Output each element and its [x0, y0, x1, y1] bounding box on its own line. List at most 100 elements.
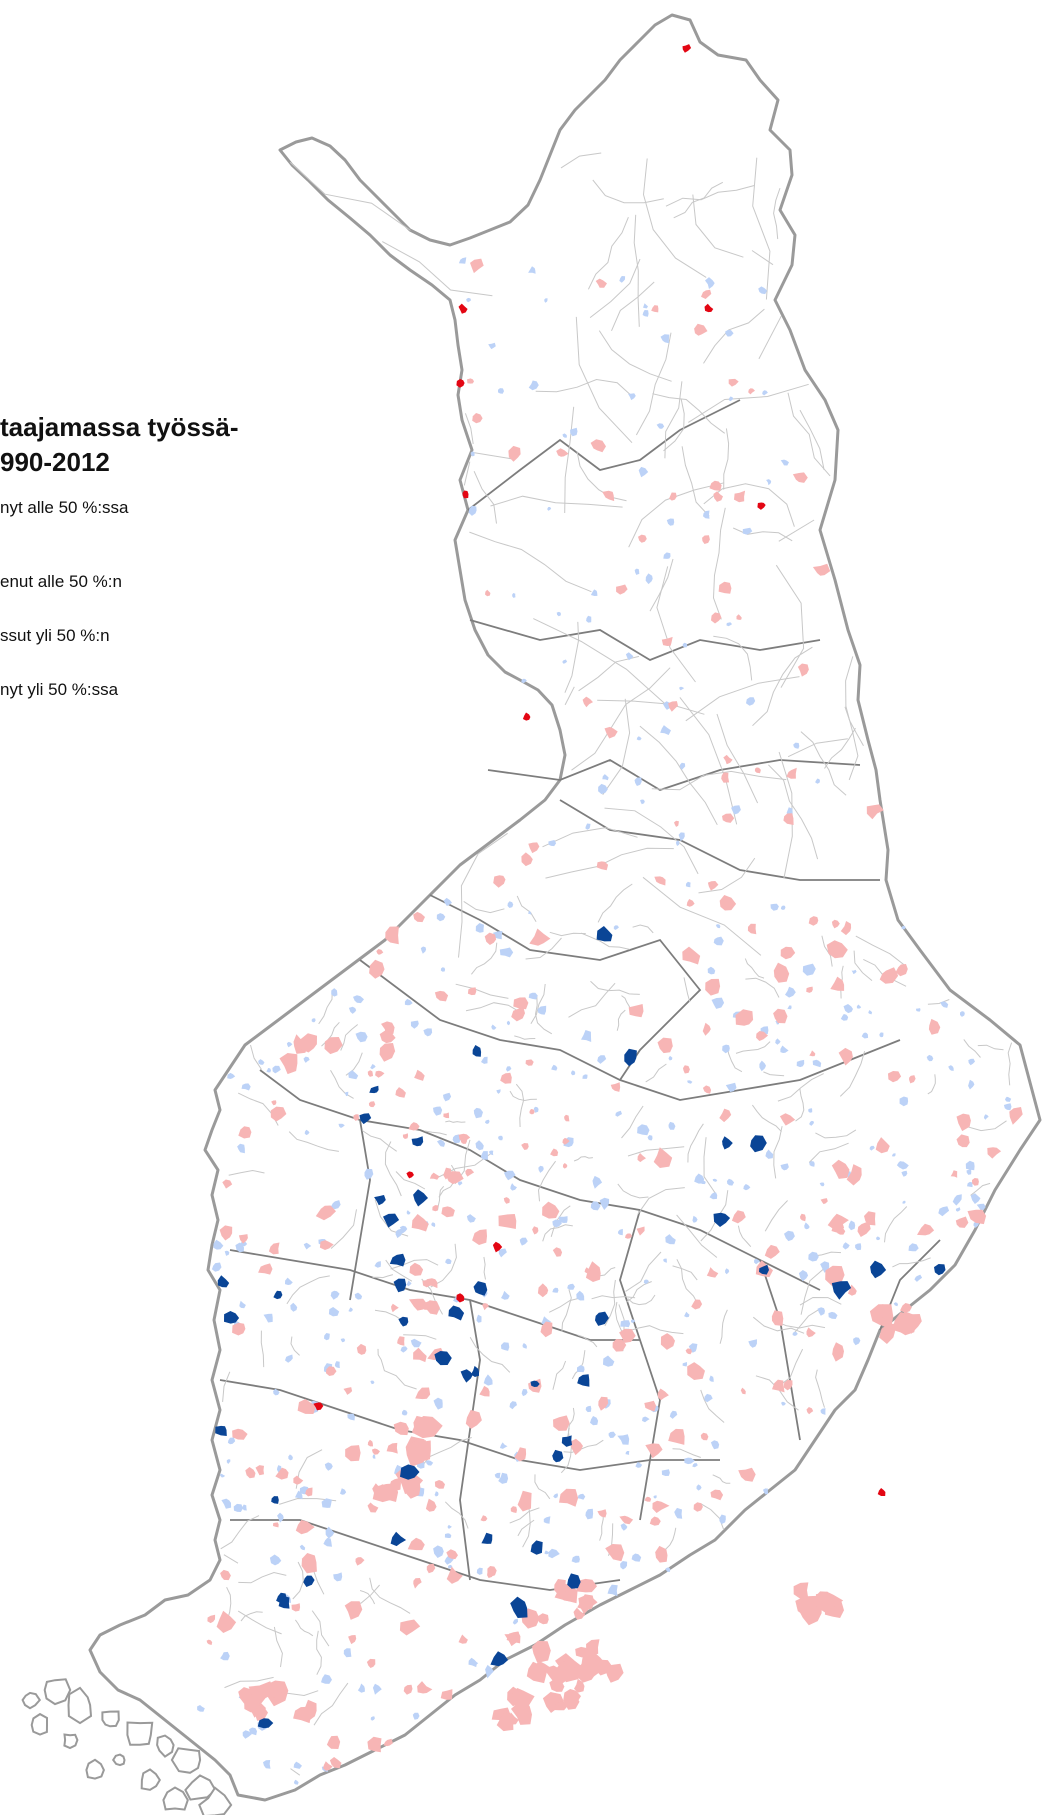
municipality-border — [795, 1088, 805, 1122]
municipality-border — [288, 1131, 339, 1152]
light-blue-settlement — [548, 1548, 560, 1559]
pink-settlement — [602, 490, 615, 502]
light-blue-settlement — [787, 1005, 792, 1010]
municipality-border — [240, 1611, 263, 1622]
pink-settlement — [575, 1646, 590, 1660]
municipality-border — [732, 527, 793, 542]
light-blue-settlement — [537, 1005, 547, 1015]
pink-settlement — [381, 1021, 395, 1036]
pink-settlement — [649, 1516, 661, 1526]
municipality-border — [564, 406, 575, 514]
municipality-border — [430, 1243, 457, 1288]
light-blue-settlement — [710, 1440, 720, 1450]
pink-settlement — [367, 1502, 379, 1513]
region-border — [230, 1519, 621, 1591]
light-blue-settlement — [344, 1091, 349, 1097]
pink-settlement — [795, 1595, 816, 1618]
pink-settlement — [754, 767, 761, 774]
region-border — [229, 1249, 640, 1341]
light-blue-settlement — [685, 881, 691, 888]
municipality-border — [238, 1571, 287, 1584]
light-blue-settlement — [625, 652, 634, 661]
light-blue-settlement — [567, 1283, 575, 1290]
dark-blue-settlement — [215, 1425, 227, 1436]
light-blue-settlement — [635, 1461, 643, 1468]
light-blue-settlement — [528, 992, 538, 1000]
light-blue-settlement — [620, 1320, 631, 1328]
municipality-border — [509, 1090, 537, 1102]
light-blue-settlement — [466, 297, 472, 303]
pink-settlement — [827, 1213, 849, 1231]
municipality-border — [294, 1619, 314, 1637]
light-blue-settlement — [571, 1070, 576, 1076]
pink-settlement — [972, 1178, 979, 1186]
pink-settlement — [917, 1223, 935, 1236]
municipality-border — [752, 1316, 805, 1334]
light-blue-settlement — [338, 1123, 345, 1128]
light-blue-settlement — [507, 901, 514, 908]
pink-settlement — [830, 976, 845, 991]
light-blue-settlement — [443, 1092, 452, 1102]
light-blue-settlement — [410, 1338, 422, 1348]
pink-settlement — [644, 1496, 652, 1502]
light-blue-settlement — [538, 1165, 544, 1173]
pink-settlement — [367, 1439, 373, 1447]
light-blue-settlement — [704, 1393, 713, 1403]
pink-settlement — [779, 1113, 796, 1126]
light-blue-settlement — [433, 1397, 443, 1410]
light-blue-settlement — [491, 1024, 497, 1030]
pink-settlement — [465, 1168, 475, 1177]
light-blue-settlement — [628, 393, 636, 401]
pink-settlement — [723, 754, 733, 765]
light-blue-settlement — [770, 903, 779, 911]
pink-settlement — [207, 1614, 216, 1624]
municipality-border — [692, 194, 744, 258]
light-blue-settlement — [763, 1488, 769, 1495]
municipality-border — [687, 1123, 704, 1163]
pink-settlement — [397, 1336, 405, 1346]
pink-settlement — [500, 1072, 512, 1084]
light-blue-settlement — [983, 1114, 989, 1120]
municipality-border — [758, 315, 782, 360]
light-blue-settlement — [798, 1270, 809, 1282]
light-blue-settlement — [586, 615, 592, 623]
pink-settlement — [279, 1053, 298, 1075]
light-blue-settlement — [908, 1243, 919, 1252]
municipality-border — [542, 1224, 573, 1242]
region-border — [487, 758, 861, 791]
light-blue-settlement — [781, 1401, 786, 1406]
municipality-border — [220, 1515, 260, 1550]
municipality-border — [745, 977, 780, 998]
municipality-border — [652, 393, 725, 434]
light-blue-settlement — [473, 1661, 479, 1665]
pink-settlement — [482, 1303, 489, 1311]
municipality-border — [700, 1389, 725, 1423]
light-blue-settlement — [707, 966, 716, 975]
light-blue-settlement — [480, 1151, 488, 1160]
light-blue-settlement — [726, 1178, 735, 1186]
pink-settlement — [514, 1447, 527, 1462]
pink-settlement — [694, 323, 708, 336]
light-blue-settlement — [808, 1251, 819, 1262]
pink-settlement — [783, 813, 794, 825]
pink-settlement — [847, 1284, 857, 1296]
pink-settlement — [825, 1265, 845, 1287]
light-blue-settlement — [828, 1311, 838, 1319]
light-blue-settlement — [643, 303, 648, 309]
dark-blue-settlement — [389, 1253, 406, 1267]
pink-settlement — [702, 1022, 711, 1036]
light-blue-settlement — [968, 1079, 975, 1090]
pink-settlement — [772, 1379, 785, 1393]
light-blue-settlement — [938, 1206, 950, 1217]
pink-settlement — [718, 581, 732, 594]
light-blue-settlement — [333, 1572, 343, 1582]
light-blue-settlement — [324, 1333, 330, 1341]
light-blue-settlement — [901, 1170, 908, 1177]
light-blue-settlement — [348, 1006, 357, 1014]
municipality-border — [632, 924, 654, 934]
pink-settlement — [407, 1537, 425, 1551]
pink-settlement — [655, 1545, 668, 1563]
municipality-border — [892, 1257, 931, 1268]
pink-settlement — [275, 1467, 289, 1480]
municipality-border — [273, 1626, 283, 1668]
